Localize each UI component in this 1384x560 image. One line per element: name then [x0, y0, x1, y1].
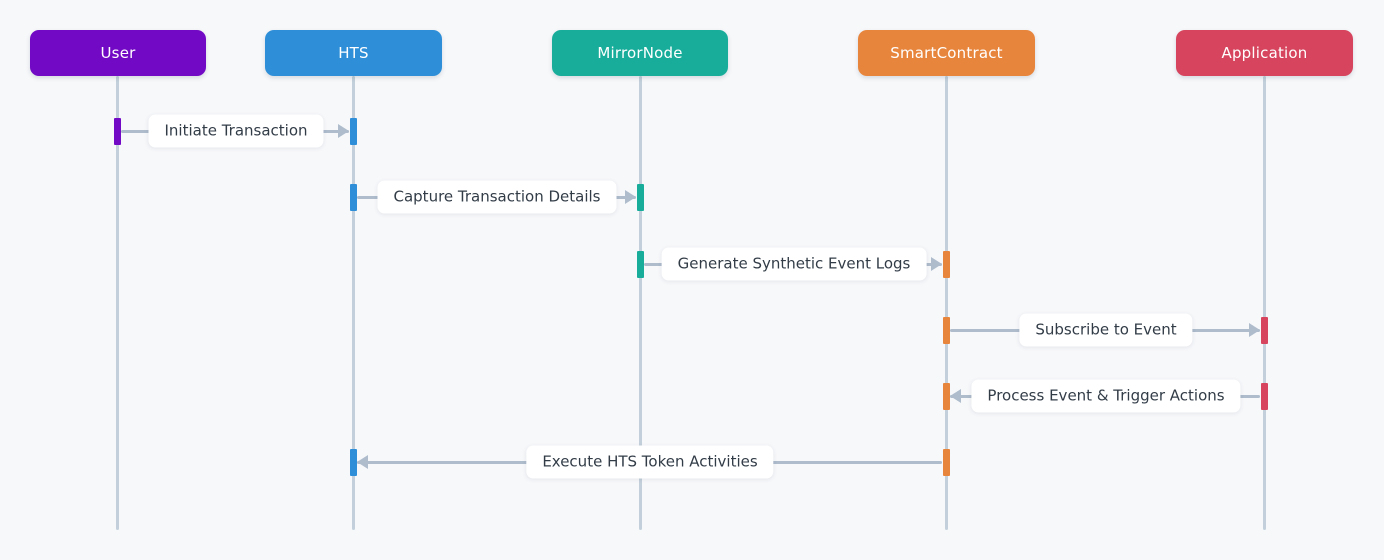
lifeline-smartcontract: [945, 76, 948, 530]
activation-bar-hts: [350, 118, 357, 145]
message-label-5: Process Event & Trigger Actions: [971, 379, 1241, 413]
lifeline-application: [1263, 76, 1266, 530]
activation-bar-mirrornode: [637, 251, 644, 278]
arrowhead-right-3: [931, 257, 942, 271]
lifeline-hts: [352, 76, 355, 530]
arrowhead-right-4: [1249, 323, 1260, 337]
participant-hts[interactable]: HTS: [265, 30, 442, 76]
participant-smartcontract[interactable]: SmartContract: [858, 30, 1035, 76]
message-label-6: Execute HTS Token Activities: [526, 445, 774, 479]
lifeline-user: [116, 76, 119, 530]
activation-bar-smartcontract: [943, 449, 950, 476]
participant-label: SmartContract: [890, 43, 1003, 62]
arrowhead-left-5: [950, 389, 961, 403]
message-label-3: Generate Synthetic Event Logs: [661, 247, 927, 281]
activation-bar-smartcontract: [943, 383, 950, 410]
participant-user[interactable]: User: [30, 30, 206, 76]
participant-label: Application: [1221, 43, 1308, 62]
activation-bar-user: [114, 118, 121, 145]
participant-label: HTS: [338, 43, 369, 62]
activation-bar-hts: [350, 449, 357, 476]
participant-label: User: [100, 43, 136, 62]
activation-bar-hts: [350, 184, 357, 211]
lifeline-mirrornode: [639, 76, 642, 530]
activation-bar-application: [1261, 317, 1268, 344]
participant-label: MirrorNode: [597, 43, 683, 62]
arrowhead-right-1: [338, 124, 349, 138]
participant-mirrornode[interactable]: MirrorNode: [552, 30, 728, 76]
participant-application[interactable]: Application: [1176, 30, 1353, 76]
activation-bar-application: [1261, 383, 1268, 410]
arrowhead-right-2: [625, 190, 636, 204]
arrowhead-left-6: [357, 455, 368, 469]
activation-bar-smartcontract: [943, 251, 950, 278]
message-label-1: Initiate Transaction: [148, 114, 324, 148]
activation-bar-mirrornode: [637, 184, 644, 211]
message-label-4: Subscribe to Event: [1019, 313, 1193, 347]
activation-bar-smartcontract: [943, 317, 950, 344]
message-label-2: Capture Transaction Details: [377, 180, 617, 214]
